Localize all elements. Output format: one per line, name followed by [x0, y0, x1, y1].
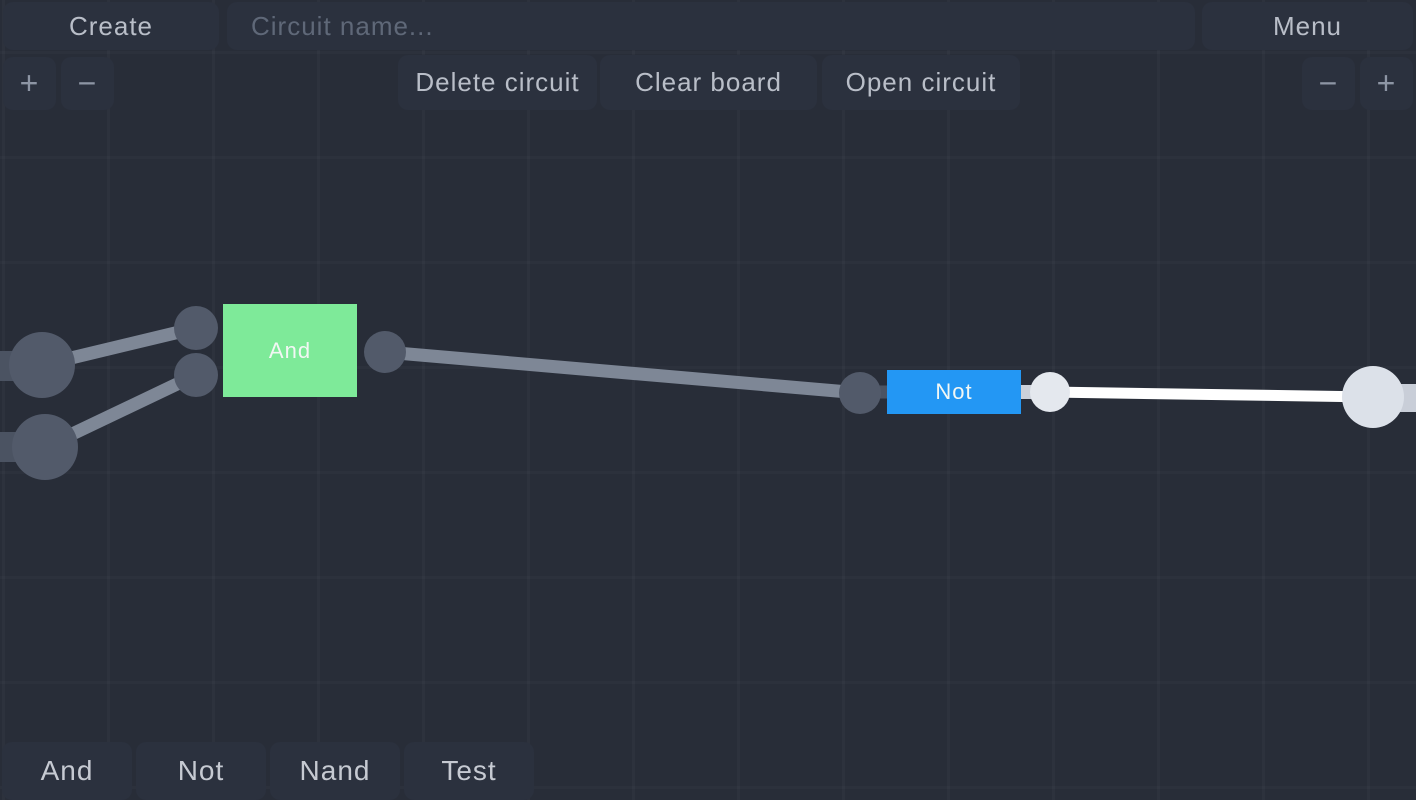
- create-button-label: Create: [68, 10, 154, 41]
- wire-and-to-not: [384, 345, 861, 400]
- zoom-out-right-button[interactable]: −: [1302, 57, 1355, 110]
- minus-icon: −: [1318, 65, 1339, 101]
- palette-not-label: Not: [177, 755, 225, 786]
- palette-nand-label: Nand: [299, 755, 371, 786]
- minus-icon: −: [77, 65, 98, 101]
- plus-icon: +: [19, 65, 40, 101]
- and-gate-label: And: [268, 337, 312, 363]
- palette-item-test[interactable]: Test: [404, 742, 534, 800]
- input-node-2[interactable]: [12, 414, 78, 480]
- open-circuit-label: Open circuit: [845, 67, 997, 97]
- and-output-pin[interactable]: [364, 331, 406, 373]
- menu-button-label: Menu: [1272, 10, 1343, 41]
- palette-test-label: Test: [441, 755, 497, 786]
- input-node-1[interactable]: [9, 332, 75, 398]
- menu-button[interactable]: Menu: [1202, 2, 1413, 50]
- open-circuit-button[interactable]: Open circuit: [822, 55, 1020, 110]
- clear-board-label: Clear board: [635, 67, 782, 97]
- wire-not-to-output: [1049, 386, 1374, 403]
- not-gate-label: Not: [935, 379, 973, 404]
- palette-item-nand[interactable]: Nand: [270, 742, 400, 800]
- output-node[interactable]: [1342, 366, 1404, 428]
- plus-icon: +: [1376, 65, 1397, 101]
- zoom-in-left-button[interactable]: +: [3, 57, 56, 110]
- palette-item-not[interactable]: Not: [136, 742, 266, 800]
- delete-circuit-label: Delete circuit: [415, 67, 580, 97]
- palette-item-and[interactable]: And: [2, 742, 132, 800]
- circuit-name-input[interactable]: [227, 2, 1195, 50]
- clear-board-button[interactable]: Clear board: [600, 55, 817, 110]
- not-gate[interactable]: Not: [887, 370, 1021, 414]
- not-output-pin[interactable]: [1030, 372, 1070, 412]
- and-input-pin-2[interactable]: [174, 353, 218, 397]
- not-input-pin[interactable]: [839, 372, 881, 414]
- zoom-out-left-button[interactable]: −: [61, 57, 114, 110]
- zoom-in-right-button[interactable]: +: [1360, 57, 1413, 110]
- and-gate[interactable]: And: [223, 304, 357, 397]
- create-button[interactable]: Create: [3, 2, 219, 50]
- and-input-pin-1[interactable]: [174, 306, 218, 350]
- palette-and-label: And: [40, 755, 94, 786]
- delete-circuit-button[interactable]: Delete circuit: [398, 55, 597, 110]
